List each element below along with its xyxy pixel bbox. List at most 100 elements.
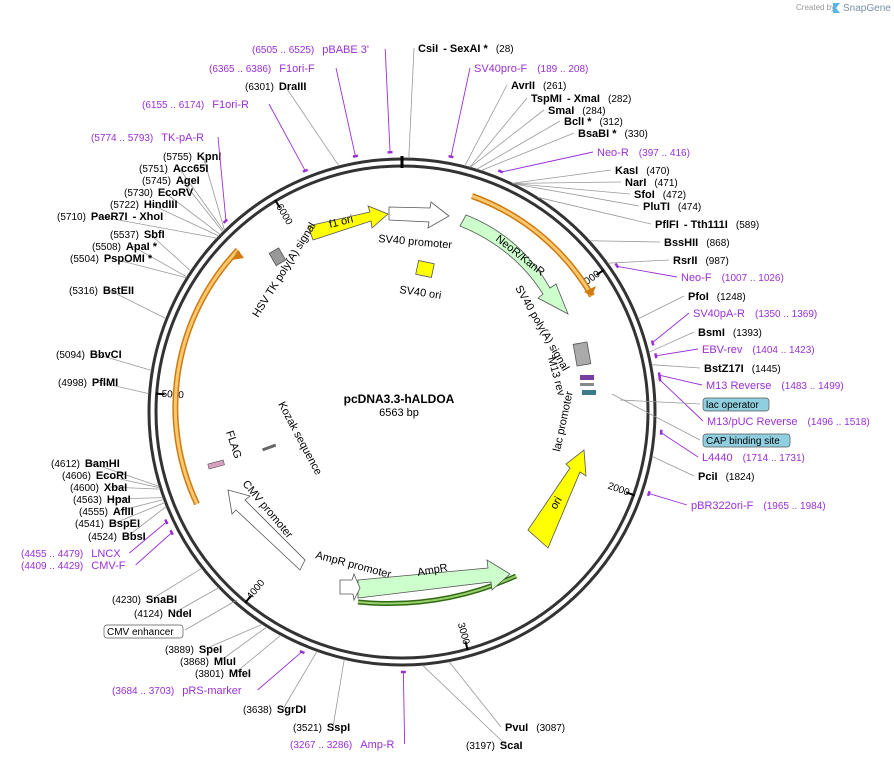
enzyme-leader-line — [589, 240, 661, 243]
enzyme-position: (282) — [608, 94, 631, 105]
enzyme-leader-line — [114, 502, 165, 524]
enzyme-site-label: (5730)EcoRV — [124, 187, 194, 199]
enzyme-leader-line — [96, 215, 217, 239]
ampr-label: AmpR — [416, 562, 448, 579]
cmv-promoter-arrow — [227, 489, 306, 571]
enzyme-name: DraIII — [279, 81, 307, 93]
primer-mark — [650, 340, 655, 346]
kozak-label: Kozak sequence — [275, 400, 324, 477]
f1-ori-label: f1 ori — [328, 213, 355, 231]
primer-label: (3267 .. 3286)Amp-R — [290, 739, 395, 751]
enzyme-leader-line — [408, 47, 415, 159]
enzyme-position: (4541) — [75, 519, 104, 530]
enzyme-leader-line — [101, 474, 160, 489]
cmv-enhancer-tag: CMV enhancer — [103, 599, 238, 639]
enzyme-leader-line — [181, 179, 224, 233]
enzyme-position: (471) — [654, 178, 677, 189]
primer-mark — [352, 154, 359, 158]
primer-mark — [302, 168, 309, 173]
primer-labels: (6505 .. 6525)pBABE 3'(6365 .. 6386)F1or… — [21, 44, 870, 751]
primer-leader-line — [135, 531, 173, 566]
enzyme-site-label: (4600)XbaI — [70, 482, 127, 494]
primer-leader-line — [217, 136, 227, 222]
primer-label: EBV-rev(1404 .. 1423) — [702, 344, 815, 356]
enzyme-leader-line — [282, 651, 318, 710]
primer-range: (6155 .. 6174) — [142, 100, 204, 111]
ori-arrow — [527, 449, 587, 549]
primer-mark — [222, 218, 229, 224]
snapgene-logo-icon — [833, 3, 840, 13]
enzyme-position: (3801) — [195, 669, 224, 680]
enzyme-name: BbvCI — [90, 349, 122, 361]
hsv-tk-polya-box — [268, 247, 287, 267]
enzyme-position: (5316) — [69, 286, 98, 297]
enzyme-site-label: (3521)SspI — [293, 722, 350, 734]
orf-arrow-top-fill — [471, 194, 594, 297]
enzyme-site-label: SmaI(284) — [548, 105, 606, 117]
primer-leader-line — [651, 312, 690, 344]
enzyme-position: (3087) — [536, 723, 565, 734]
primer-mark — [299, 649, 305, 655]
enzyme-name: RsrII — [673, 255, 697, 267]
enzyme-name: PfoI — [688, 291, 709, 303]
primer-leader-line — [384, 48, 391, 154]
lac-operator-mark — [580, 383, 594, 386]
enzyme-name: AvrII — [511, 80, 535, 92]
enzyme-name: SmaI — [548, 105, 574, 117]
primer-range: (5774 .. 5793) — [91, 133, 153, 144]
enzyme-position: (868) — [706, 238, 729, 249]
primer-name: M13 Reverse — [706, 380, 771, 392]
enzyme-position: (987) — [705, 256, 728, 267]
enzyme-site-label: KasI(470) — [615, 165, 670, 177]
enzyme-leader-line — [178, 167, 225, 232]
enzyme-site-label: PciI(1824) — [698, 471, 754, 483]
enzyme-position: (5751) — [139, 164, 168, 175]
tick-label: 2000 — [606, 481, 631, 499]
enzyme-position: (5537) — [110, 230, 139, 241]
primer-name: Neo-R — [597, 147, 629, 159]
enzyme-position: (3197) — [466, 741, 495, 752]
enzyme-site-label: (4998)PflMI — [58, 377, 118, 389]
enzyme-leader-line — [469, 109, 545, 168]
primer-name: M13/pUC Reverse — [707, 416, 797, 428]
enzyme-position: (4563) — [73, 495, 102, 506]
primer-range: (1496 .. 1518) — [807, 417, 869, 428]
primer-leader-line — [129, 520, 168, 554]
enzyme-name: MluI — [214, 656, 236, 668]
enzyme-name: KasI — [615, 165, 638, 177]
enzyme-name: BspEI — [109, 518, 140, 530]
enzyme-position: (4124) — [134, 609, 163, 620]
enzyme-name: BsmI — [698, 327, 725, 339]
enzyme-site-label: (5316) BstEII — [69, 285, 134, 297]
enzyme-position: (5710) — [57, 212, 86, 223]
primer-name: F1ori-R — [212, 99, 249, 111]
enzyme-position: (4606) — [62, 471, 91, 482]
primer-mark — [448, 154, 454, 159]
enzyme-leader-line — [95, 353, 152, 371]
primer-label: SV40pro-F(189 .. 208) — [474, 63, 588, 75]
primer-leader-line — [658, 374, 703, 386]
enzyme-name: XbaI — [104, 482, 127, 494]
enzyme-position: (261) — [543, 81, 566, 92]
primer-leader-line — [450, 67, 471, 158]
primer-mark — [164, 518, 169, 525]
enzyme-leader-lines — [90, 47, 701, 746]
enzyme-position: (6301) — [245, 82, 274, 93]
enzyme-name: SpeI — [199, 644, 222, 656]
enzyme-name: BstEII — [103, 285, 134, 297]
cap-site-mark — [582, 390, 596, 395]
enzyme-leader-line — [97, 381, 149, 394]
plasmid-size: 6563 bp — [379, 407, 419, 419]
enzyme-name: SbfI — [144, 229, 165, 241]
enzyme-site-label: BclI *(312) — [564, 116, 623, 128]
orf-arrow-left-fill — [173, 248, 240, 505]
primer-range: (6505 .. 6525) — [252, 45, 314, 56]
enzyme-site-label: (3801)MfeI — [195, 668, 251, 680]
tick-label: 4000 — [245, 577, 268, 602]
sv40-promoter-label: SV40 promoter — [378, 233, 453, 251]
primer-range: (397 .. 416) — [639, 148, 690, 159]
enzyme-site-label: (4230)SnaBI — [112, 594, 177, 606]
enzyme-labels: CsiI- SexAI *(28)AvrII(261)TspMI- XmaI(2… — [51, 43, 781, 752]
enzyme-position: (4555) — [79, 507, 108, 518]
tick-mark — [596, 268, 605, 276]
